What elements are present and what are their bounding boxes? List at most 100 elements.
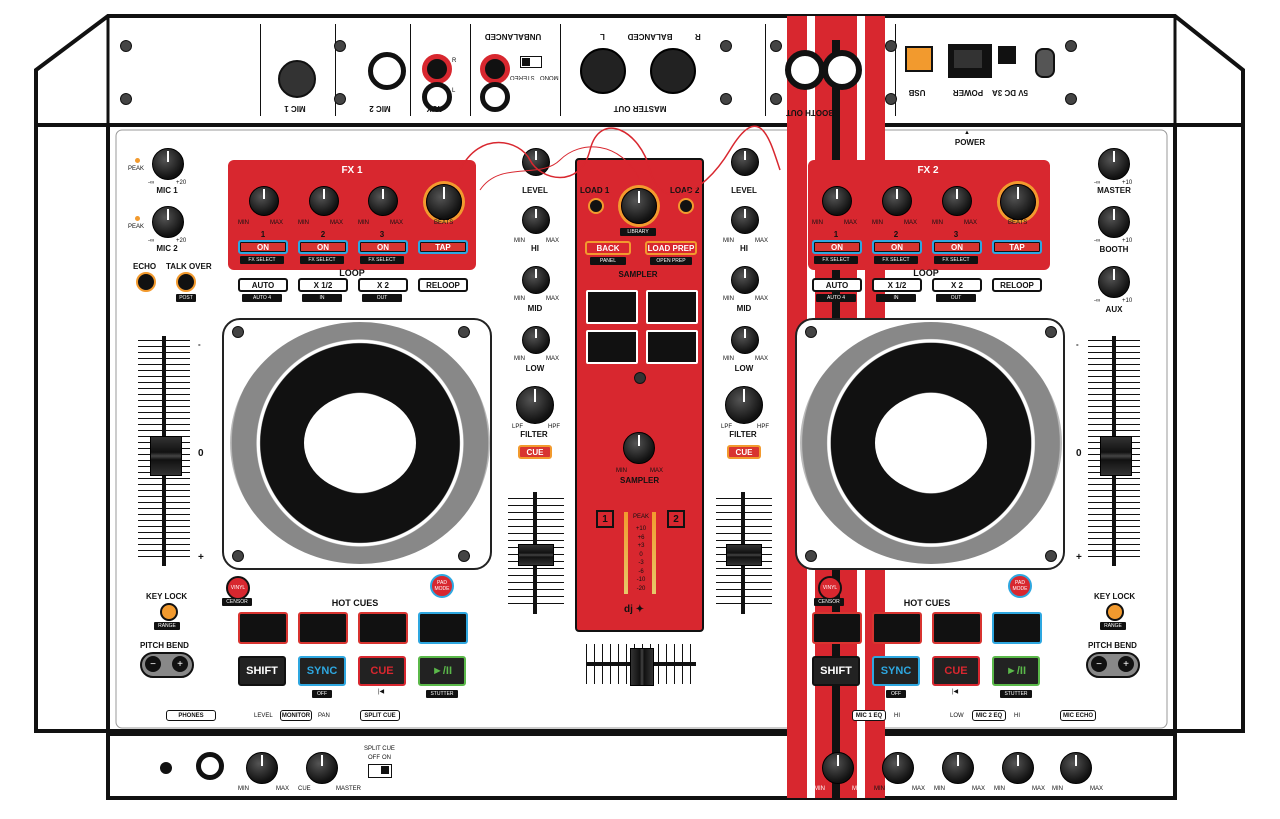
deck1-play-pause-button[interactable]: ►/II [418,656,466,686]
loop2-reloop-button[interactable]: RELOOP [992,278,1042,292]
deck2-hot-cue-2[interactable] [872,612,922,644]
master-level-knob[interactable] [1098,148,1130,180]
sampler-pad-4[interactable] [646,330,698,364]
deck2-cue-button[interactable]: CUE [932,656,980,686]
power-switch[interactable] [948,44,992,78]
split-cue-switch[interactable] [368,764,392,778]
fx1-beats-knob[interactable] [426,184,462,220]
front-mic2-hi-knob[interactable] [1002,752,1034,784]
sampler-pad-2[interactable] [646,290,698,324]
load-prep-button[interactable]: LOAD PREP [645,241,697,255]
master-out-l-xlr[interactable] [580,48,626,94]
fx1-on-3-button[interactable]: ON [358,240,408,254]
booth-out-l-jack[interactable] [822,50,862,90]
ch1-hi-knob[interactable] [522,206,550,234]
fx1-on-1-button[interactable]: ON [238,240,288,254]
dc-jack[interactable] [998,46,1016,64]
aux-level-knob[interactable] [1098,266,1130,298]
front-mic1-hi-knob[interactable] [822,752,854,784]
fx2-on-1-button[interactable]: ON [812,240,862,254]
aux-r-jack[interactable] [422,54,452,84]
ch2-level-knob[interactable] [731,148,759,176]
front-mic2-low-knob[interactable] [942,752,974,784]
deck1-key-lock-button[interactable] [160,603,178,621]
talk-over-button[interactable] [176,272,196,292]
ch1-level-knob[interactable] [522,148,550,176]
aux-l-jack[interactable] [422,82,452,112]
deck1-shift-button[interactable]: SHIFT [238,656,286,686]
deck1-pitch-bend-minus-icon[interactable]: − [145,656,161,672]
fx2-on-3-button[interactable]: ON [932,240,982,254]
deck1-hot-cue-4[interactable] [418,612,468,644]
crossfader[interactable] [630,648,654,686]
sampler-volume-knob[interactable] [623,432,655,464]
fx1-tap-button[interactable]: TAP [418,240,468,254]
loop1-half-button[interactable]: X 1/2 [298,278,348,292]
fx1-knob-2[interactable] [309,186,339,216]
stereo-mono-switch[interactable] [520,56,542,68]
loop1-reloop-button[interactable]: RELOOP [418,278,468,292]
deck2-pitch-bend-minus-icon[interactable]: − [1091,656,1107,672]
ch2-low-knob[interactable] [731,326,759,354]
booth-level-knob[interactable] [1098,206,1130,238]
front-mic1-low-knob[interactable] [882,752,914,784]
deck1-hot-cue-2[interactable] [298,612,348,644]
ch2-mid-knob[interactable] [731,266,759,294]
loop2-double-button[interactable]: X 2 [932,278,982,292]
deck1-sync-button[interactable]: SYNC [298,656,346,686]
loop2-auto-button[interactable]: AUTO [812,278,862,292]
sampler-pad-3[interactable] [586,330,638,364]
fx2-knob-2[interactable] [882,186,912,216]
deck2-shift-button[interactable]: SHIFT [812,656,860,686]
front-phones-level-knob[interactable] [246,752,278,784]
fx1-on-2-button[interactable]: ON [298,240,348,254]
fx2-knob-3[interactable] [942,186,972,216]
ch1-filter-knob[interactable] [516,386,554,424]
fx2-on-2-button[interactable]: ON [872,240,922,254]
mic1-gain-knob[interactable] [152,148,184,180]
deck2-pad-mode-button[interactable]: PAD MODE [1008,574,1032,598]
deck2-hot-cue-3[interactable] [932,612,982,644]
loop1-double-button[interactable]: X 2 [358,278,408,292]
back-button[interactable]: BACK [585,241,631,255]
mic2-gain-knob[interactable] [152,206,184,238]
fx1-knob-1[interactable] [249,186,279,216]
ch2-hi-knob[interactable] [731,206,759,234]
deck2-key-lock-button[interactable] [1106,603,1124,621]
unbal-r-jack[interactable] [480,54,510,84]
booth-out-r-jack[interactable] [785,50,825,90]
fx2-knob-1[interactable] [822,186,852,216]
load1-button[interactable] [588,198,604,214]
sampler-pad-1[interactable] [586,290,638,324]
deck2-hot-cue-1[interactable] [812,612,862,644]
fx1-knob-3[interactable] [368,186,398,216]
usb-port[interactable] [905,46,933,72]
ch1-cue-button[interactable]: CUE [518,445,552,459]
deck1-hot-cue-1[interactable] [238,612,288,644]
loop2-half-button[interactable]: X 1/2 [872,278,922,292]
deck1-hot-cue-3[interactable] [358,612,408,644]
ch1-volume-fader[interactable] [518,544,554,566]
deck1-cue-button[interactable]: CUE [358,656,406,686]
ch1-mid-knob[interactable] [522,266,550,294]
headphones-jack[interactable] [196,752,224,780]
deck2-sync-button[interactable]: SYNC [872,656,920,686]
mic2-jack[interactable] [368,52,406,90]
deck1-pitch-fader[interactable] [150,436,182,476]
deck1-pad-mode-button[interactable]: PAD MODE [430,574,454,598]
library-browse-knob[interactable] [621,188,657,224]
fx2-tap-button[interactable]: TAP [992,240,1042,254]
unbal-l-jack[interactable] [480,82,510,112]
echo-button[interactable] [136,272,156,292]
deck2-pitch-fader[interactable] [1100,436,1132,476]
mic-small-jack[interactable] [160,762,172,774]
mic1-xlr-jack[interactable] [278,60,316,98]
ch2-filter-knob[interactable] [725,386,763,424]
deck2-pitch-bend-plus-icon[interactable]: + [1118,656,1134,672]
front-mic-echo-knob[interactable] [1060,752,1092,784]
front-monitor-pan-knob[interactable] [306,752,338,784]
load2-button[interactable] [678,198,694,214]
loop1-auto-button[interactable]: AUTO [238,278,288,292]
ch2-volume-fader[interactable] [726,544,762,566]
deck1-vinyl-button[interactable]: VINYL [226,576,250,600]
